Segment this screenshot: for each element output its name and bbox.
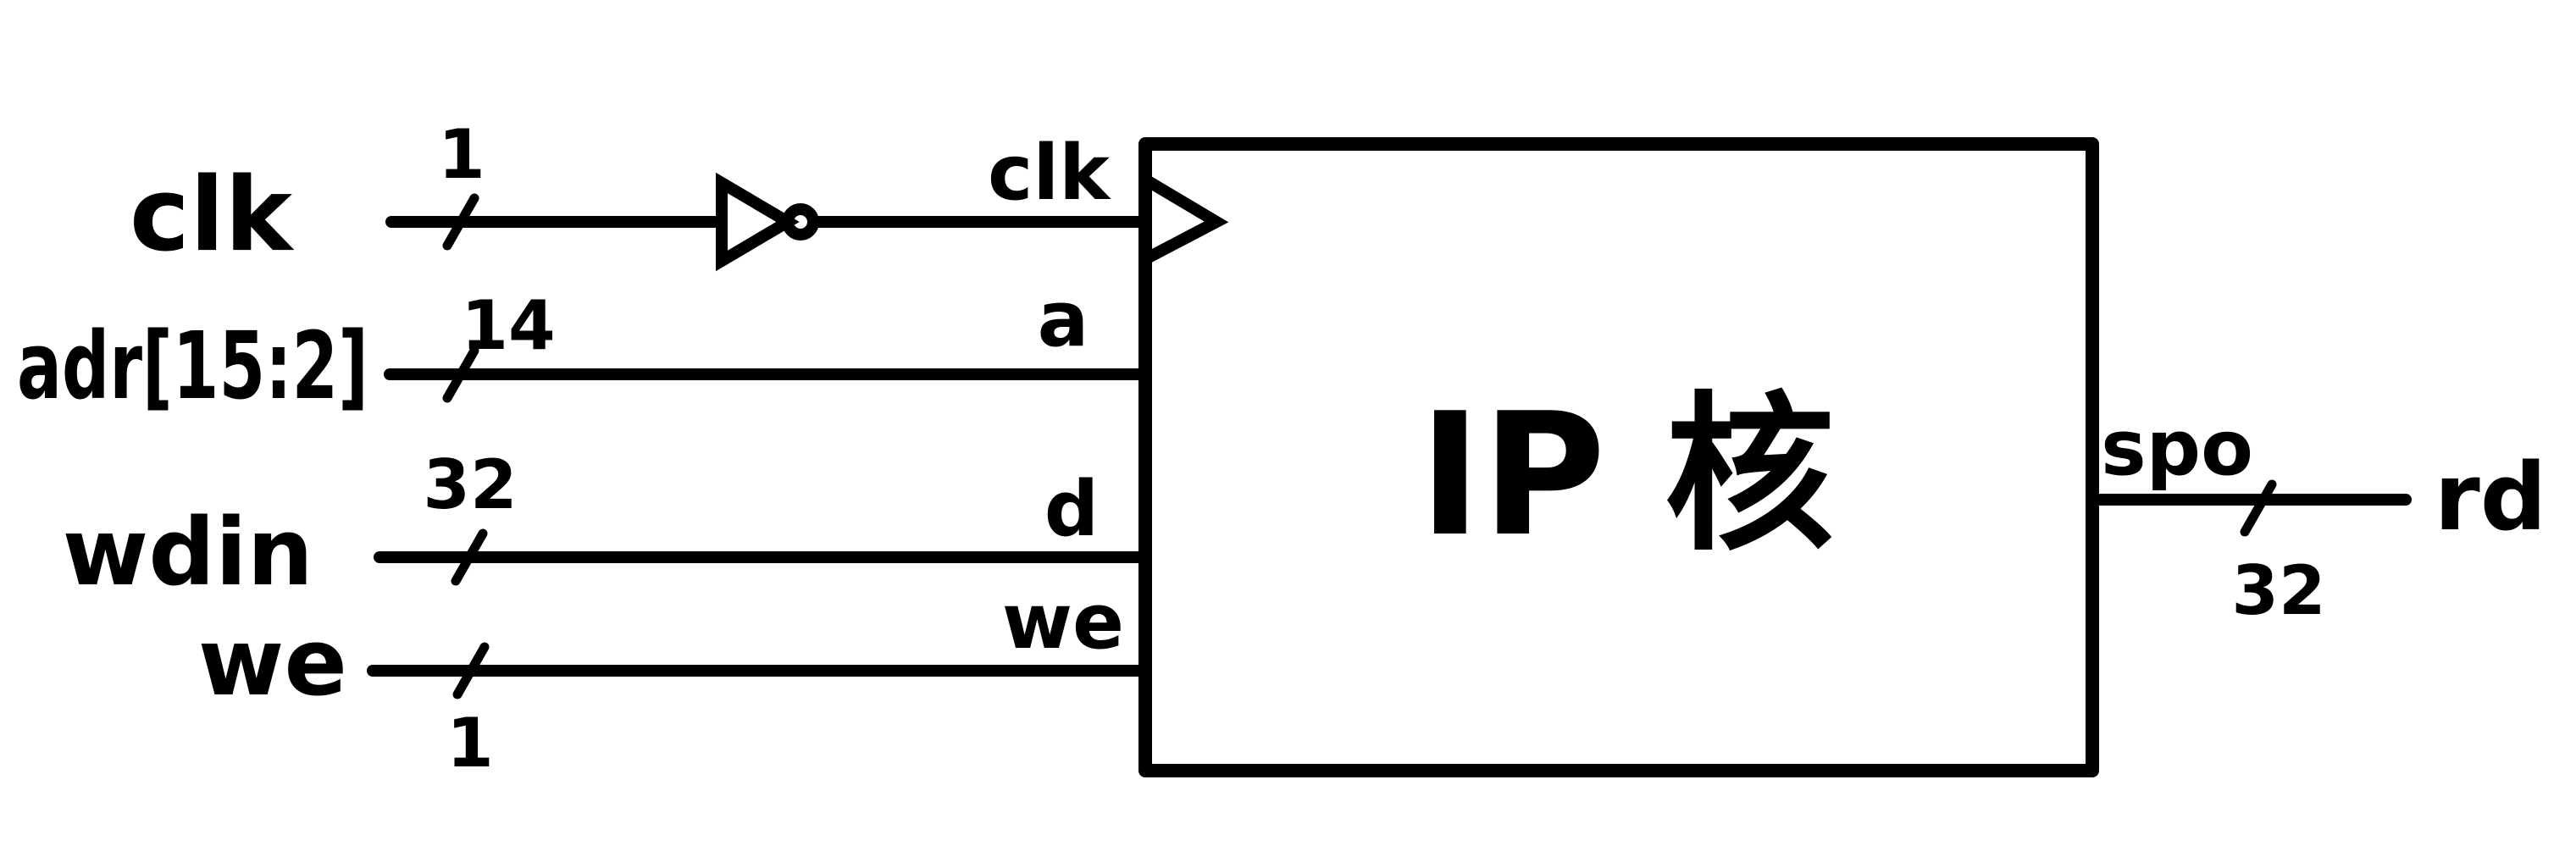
port-label-clk: clk bbox=[988, 129, 1111, 218]
signal-label-clk: clk bbox=[130, 157, 295, 274]
bus-slash-adr bbox=[442, 346, 479, 403]
block-title: IP 核 bbox=[1419, 377, 1835, 574]
bus-slash-wdin bbox=[451, 528, 488, 586]
ip-core-block bbox=[1138, 137, 2099, 777]
width-label-wdin: 32 bbox=[423, 445, 517, 524]
bus-slash-we bbox=[452, 642, 490, 699]
port-label-wdin: d bbox=[1044, 465, 1099, 554]
port-label-spo: spo bbox=[2101, 404, 2253, 493]
width-label-we: 1 bbox=[446, 704, 494, 782]
signal-label-rd: rd bbox=[2435, 443, 2547, 551]
width-label-adr: 14 bbox=[461, 286, 555, 365]
signal-label-adr: adr[15:2] bbox=[17, 312, 368, 420]
width-label-rd: 32 bbox=[2231, 551, 2325, 630]
signal-label-wdin: wdin bbox=[63, 498, 313, 606]
triangle-buffer-inverter-icon bbox=[716, 172, 800, 272]
signal-label-we: we bbox=[198, 608, 347, 716]
port-label-adr: a bbox=[1038, 275, 1089, 364]
clock-triangle-icon bbox=[1139, 174, 1229, 265]
bus-slash-rd bbox=[2240, 479, 2277, 537]
width-label-clk: 1 bbox=[438, 115, 485, 194]
port-label-we: we bbox=[1002, 578, 1124, 666]
bus-slash-clk bbox=[442, 193, 479, 251]
